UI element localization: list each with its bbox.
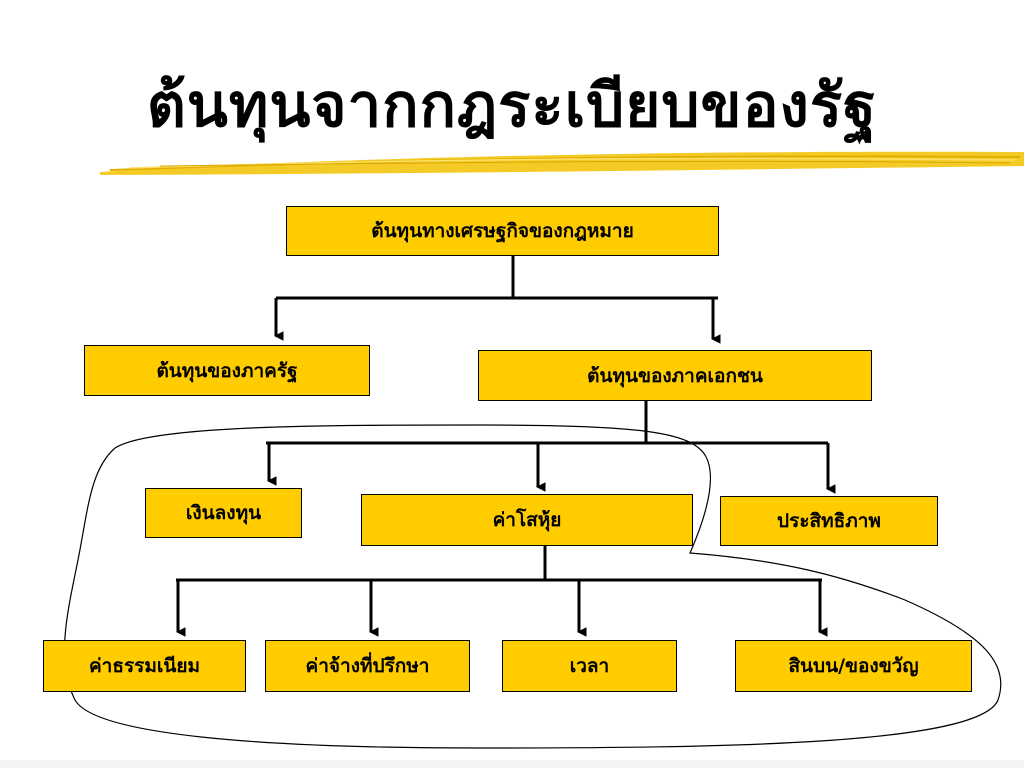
node-bribe: สินบน/ของขวัญ xyxy=(735,640,972,692)
slide-title: ต้นทุนจากกฎระเบียบของรัฐ xyxy=(146,71,878,141)
node-efficiency: ประสิทธิภาพ xyxy=(720,496,938,546)
highlight-loop xyxy=(63,424,1002,749)
title-underline-brush xyxy=(100,151,1024,175)
connector-root xyxy=(274,255,721,344)
node-investment: เงินลงทุน xyxy=(145,488,302,538)
node-root: ต้นทุนทางเศรษฐกิจของกฎหมาย xyxy=(286,206,719,256)
node-time: เวลา xyxy=(502,640,677,692)
connector-sunk-cost xyxy=(176,546,828,637)
node-private-cost: ต้นทุนของภาคเอกชน xyxy=(478,350,872,401)
node-consultant-fee: ค่าจ้างที่ปรึกษา xyxy=(265,640,470,692)
footer-strip xyxy=(0,760,1024,768)
node-sunk-cost: ค่าโสหุ้ย xyxy=(361,494,693,546)
node-public-cost: ต้นทุนของภาครัฐ xyxy=(84,345,370,396)
connector-private xyxy=(266,400,836,494)
node-fees: ค่าธรรมเนียม xyxy=(43,640,246,692)
